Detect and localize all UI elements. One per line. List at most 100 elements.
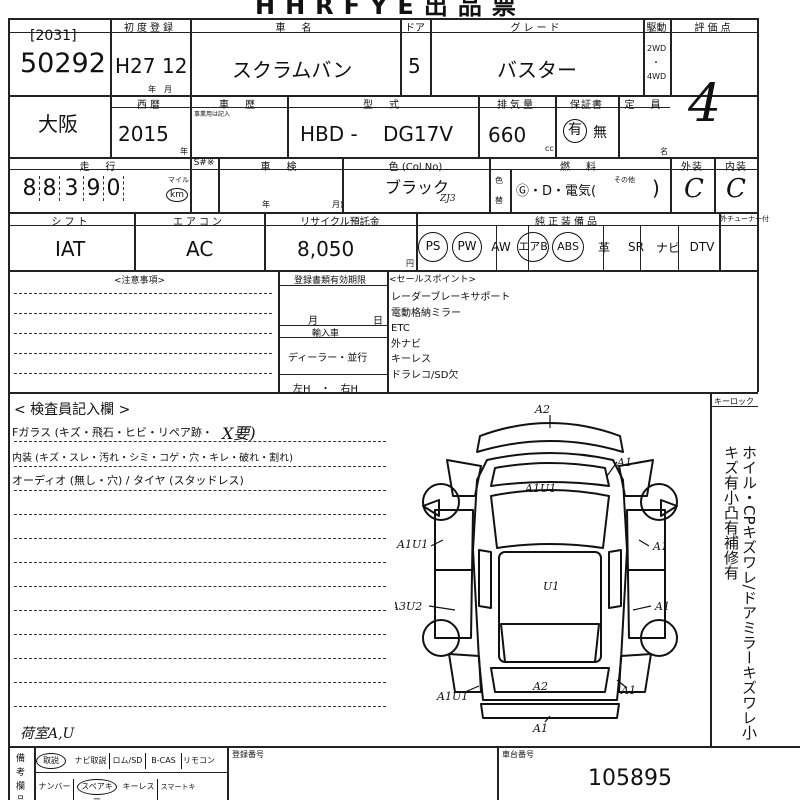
car-diagram: A2 A1 A1U1 A1U1 A1 U1 A3U2 A1 A1U1 A2 A1… <box>395 403 678 735</box>
equip-ps: PS <box>418 232 448 262</box>
car-name-label: 車 名 <box>275 23 315 34</box>
inspector-title: < 検査員記入欄 > <box>14 402 131 418</box>
year-label: 西暦 <box>137 100 163 111</box>
mileage-digit: 8 <box>20 176 40 201</box>
drive-4wd: 4WD <box>647 72 667 81</box>
interior-note: 内装 (キズ・スレ・汚れ・シミ・コゲ・穴・キレ・破れ・割れ) <box>12 453 293 464</box>
registration-number-label: 登録番号 <box>232 750 264 759</box>
mileage-digits: 8 8 3 9 0 <box>20 176 124 201</box>
drive-2wd: 2WD <box>647 44 667 53</box>
recycle-unit: 円 <box>406 259 414 268</box>
recycle-label: リサイクル預託金 <box>300 217 380 228</box>
accessory-spare-key: スペアキー <box>77 779 117 800</box>
fuel-close: ) <box>652 176 660 200</box>
inspection-year: 年 <box>262 200 270 209</box>
color-kae: 替 <box>495 196 503 205</box>
car-name: スクラムバン <box>232 58 353 82</box>
audio-tire-note: オーディオ (無し・穴) / タイヤ (スタッドレス) <box>12 474 244 487</box>
sales-points: レーダーブレーキサポート 電動格納ミラー ETC 外ナビ キーレス ドラレコ/S… <box>391 290 510 383</box>
aircon: AC <box>186 237 214 261</box>
drive-dot: ・ <box>652 58 660 67</box>
first-reg-era: H27 <box>115 54 156 78</box>
fuel-other-label: その他 <box>614 176 635 184</box>
model-code: DG17V <box>383 122 454 146</box>
color-code: ZJ3 <box>440 194 456 204</box>
reg-month: 月 <box>308 316 318 327</box>
inspection-month: 月) <box>332 200 344 209</box>
displacement-label: 排気量 <box>497 100 536 111</box>
equip-aw: AW <box>491 240 511 254</box>
accessory-remote: リモコン <box>183 756 215 765</box>
mileage-digit: 9 <box>84 176 104 201</box>
aircon-label: エアコン <box>173 217 225 228</box>
damage-mark: A3U2 <box>395 600 422 613</box>
equip-airbag: エアB <box>517 232 549 262</box>
body-note: 事業用は記入 <box>194 111 231 118</box>
sales-point: レーダーブレーキサポート <box>391 292 511 303</box>
damage-mark: A1 <box>620 684 636 697</box>
fuel-options: Ⓖ・D・電気( <box>516 184 597 199</box>
accessory-navi-manual: ナビ取説 <box>72 753 110 769</box>
shift-label: シフト <box>51 217 91 228</box>
model-label: 型 式 <box>363 100 402 111</box>
first-reg-label: 初度登録 <box>124 23 176 34</box>
mileage-digit: 0 <box>104 176 124 201</box>
mileage-unit-mile: マイル <box>168 176 189 184</box>
accessory-bcas: B-CAS <box>146 753 182 769</box>
year-month-label: 年 月 <box>148 85 172 94</box>
frame-number: 105895 <box>588 766 672 791</box>
interior-label: 内装 <box>725 162 747 173</box>
warranty-label: 保証書 <box>570 100 603 111</box>
mileage-digit: 8 <box>40 176 60 201</box>
accessory-row-1: 取説 ナビ取説 ロム/SD B-CAS リモコン <box>36 753 216 769</box>
accessory-row-2: ナンバー スペアキー キーレス スマートキー <box>36 779 198 800</box>
displacement-unit: cc <box>545 144 554 153</box>
equip-navi: ナビ <box>655 240 680 255</box>
keylock-label: キーロック <box>714 397 754 406</box>
frame-number-label: 車台番号 <box>502 750 534 759</box>
equip-leather: 革 <box>590 239 618 256</box>
damage-mark: U1 <box>543 580 559 593</box>
fglass-mark: X要) <box>222 424 256 443</box>
exterior-label: 外装 <box>681 162 703 173</box>
mileage-label: 走 行 <box>79 162 119 173</box>
damage-mark: A1 <box>532 722 548 735</box>
tuner-label: 外チューナー付 <box>720 215 769 223</box>
warranty-yes: 有 <box>563 119 587 143</box>
damage-mark: A1U1 <box>436 690 468 703</box>
fglass-note: Fガラス (キズ・飛石・ヒビ・リペア跡・ <box>12 426 213 439</box>
sales-point: 外ナビ <box>391 338 421 350</box>
exterior-grade: C <box>684 174 704 204</box>
reg-doc-label: 登録書類有効期限 <box>294 276 367 286</box>
damage-mark: A1U1 <box>396 538 428 551</box>
color-iro: 色 <box>495 176 503 185</box>
remarks-label-3: 品 <box>16 794 28 800</box>
equip-abs: ABS <box>552 232 584 262</box>
handle-side: 左H ・ 右H <box>293 384 359 395</box>
damage-mark: A1 <box>652 540 668 553</box>
inspection-expiry-label: 車 検 <box>260 162 300 173</box>
equipment-label: 純正装備品 <box>535 217 600 228</box>
color-label: 色 (Col.No) <box>388 162 443 173</box>
reg-day: 日 <box>373 316 383 327</box>
remarks-label-2: 欄 <box>16 782 26 792</box>
fuel-label: 燃 料 <box>560 162 599 173</box>
import-value: ディーラー・並行 <box>288 353 368 364</box>
accessory-keyless: キーレス <box>120 779 158 800</box>
import-label: 輸入車 <box>312 329 340 339</box>
color: ブラック <box>385 178 450 197</box>
damage-mark: A1 <box>616 456 632 469</box>
damage-mark: A1 <box>654 600 670 613</box>
sales-point: 電動格納ミラー <box>391 307 461 319</box>
s-label: S#※ <box>193 158 215 168</box>
mileage-digit: 3 <box>60 176 84 201</box>
region: 大阪 <box>38 112 78 136</box>
grade: バスター <box>497 58 577 82</box>
year-unit: 年 <box>180 147 188 156</box>
model-year: 2015 <box>118 122 169 146</box>
wheel-mirror-note: ホイル・CPキズワレ/ドアミラーキズワレ小キズ有小凸有補修有 <box>722 445 758 740</box>
accessory-plate: ナンバー <box>36 779 74 800</box>
accessory-rom-sd: ロム/SD <box>110 753 146 769</box>
grade-label: グレード <box>510 23 563 34</box>
first-reg-month: 12 <box>162 54 188 78</box>
